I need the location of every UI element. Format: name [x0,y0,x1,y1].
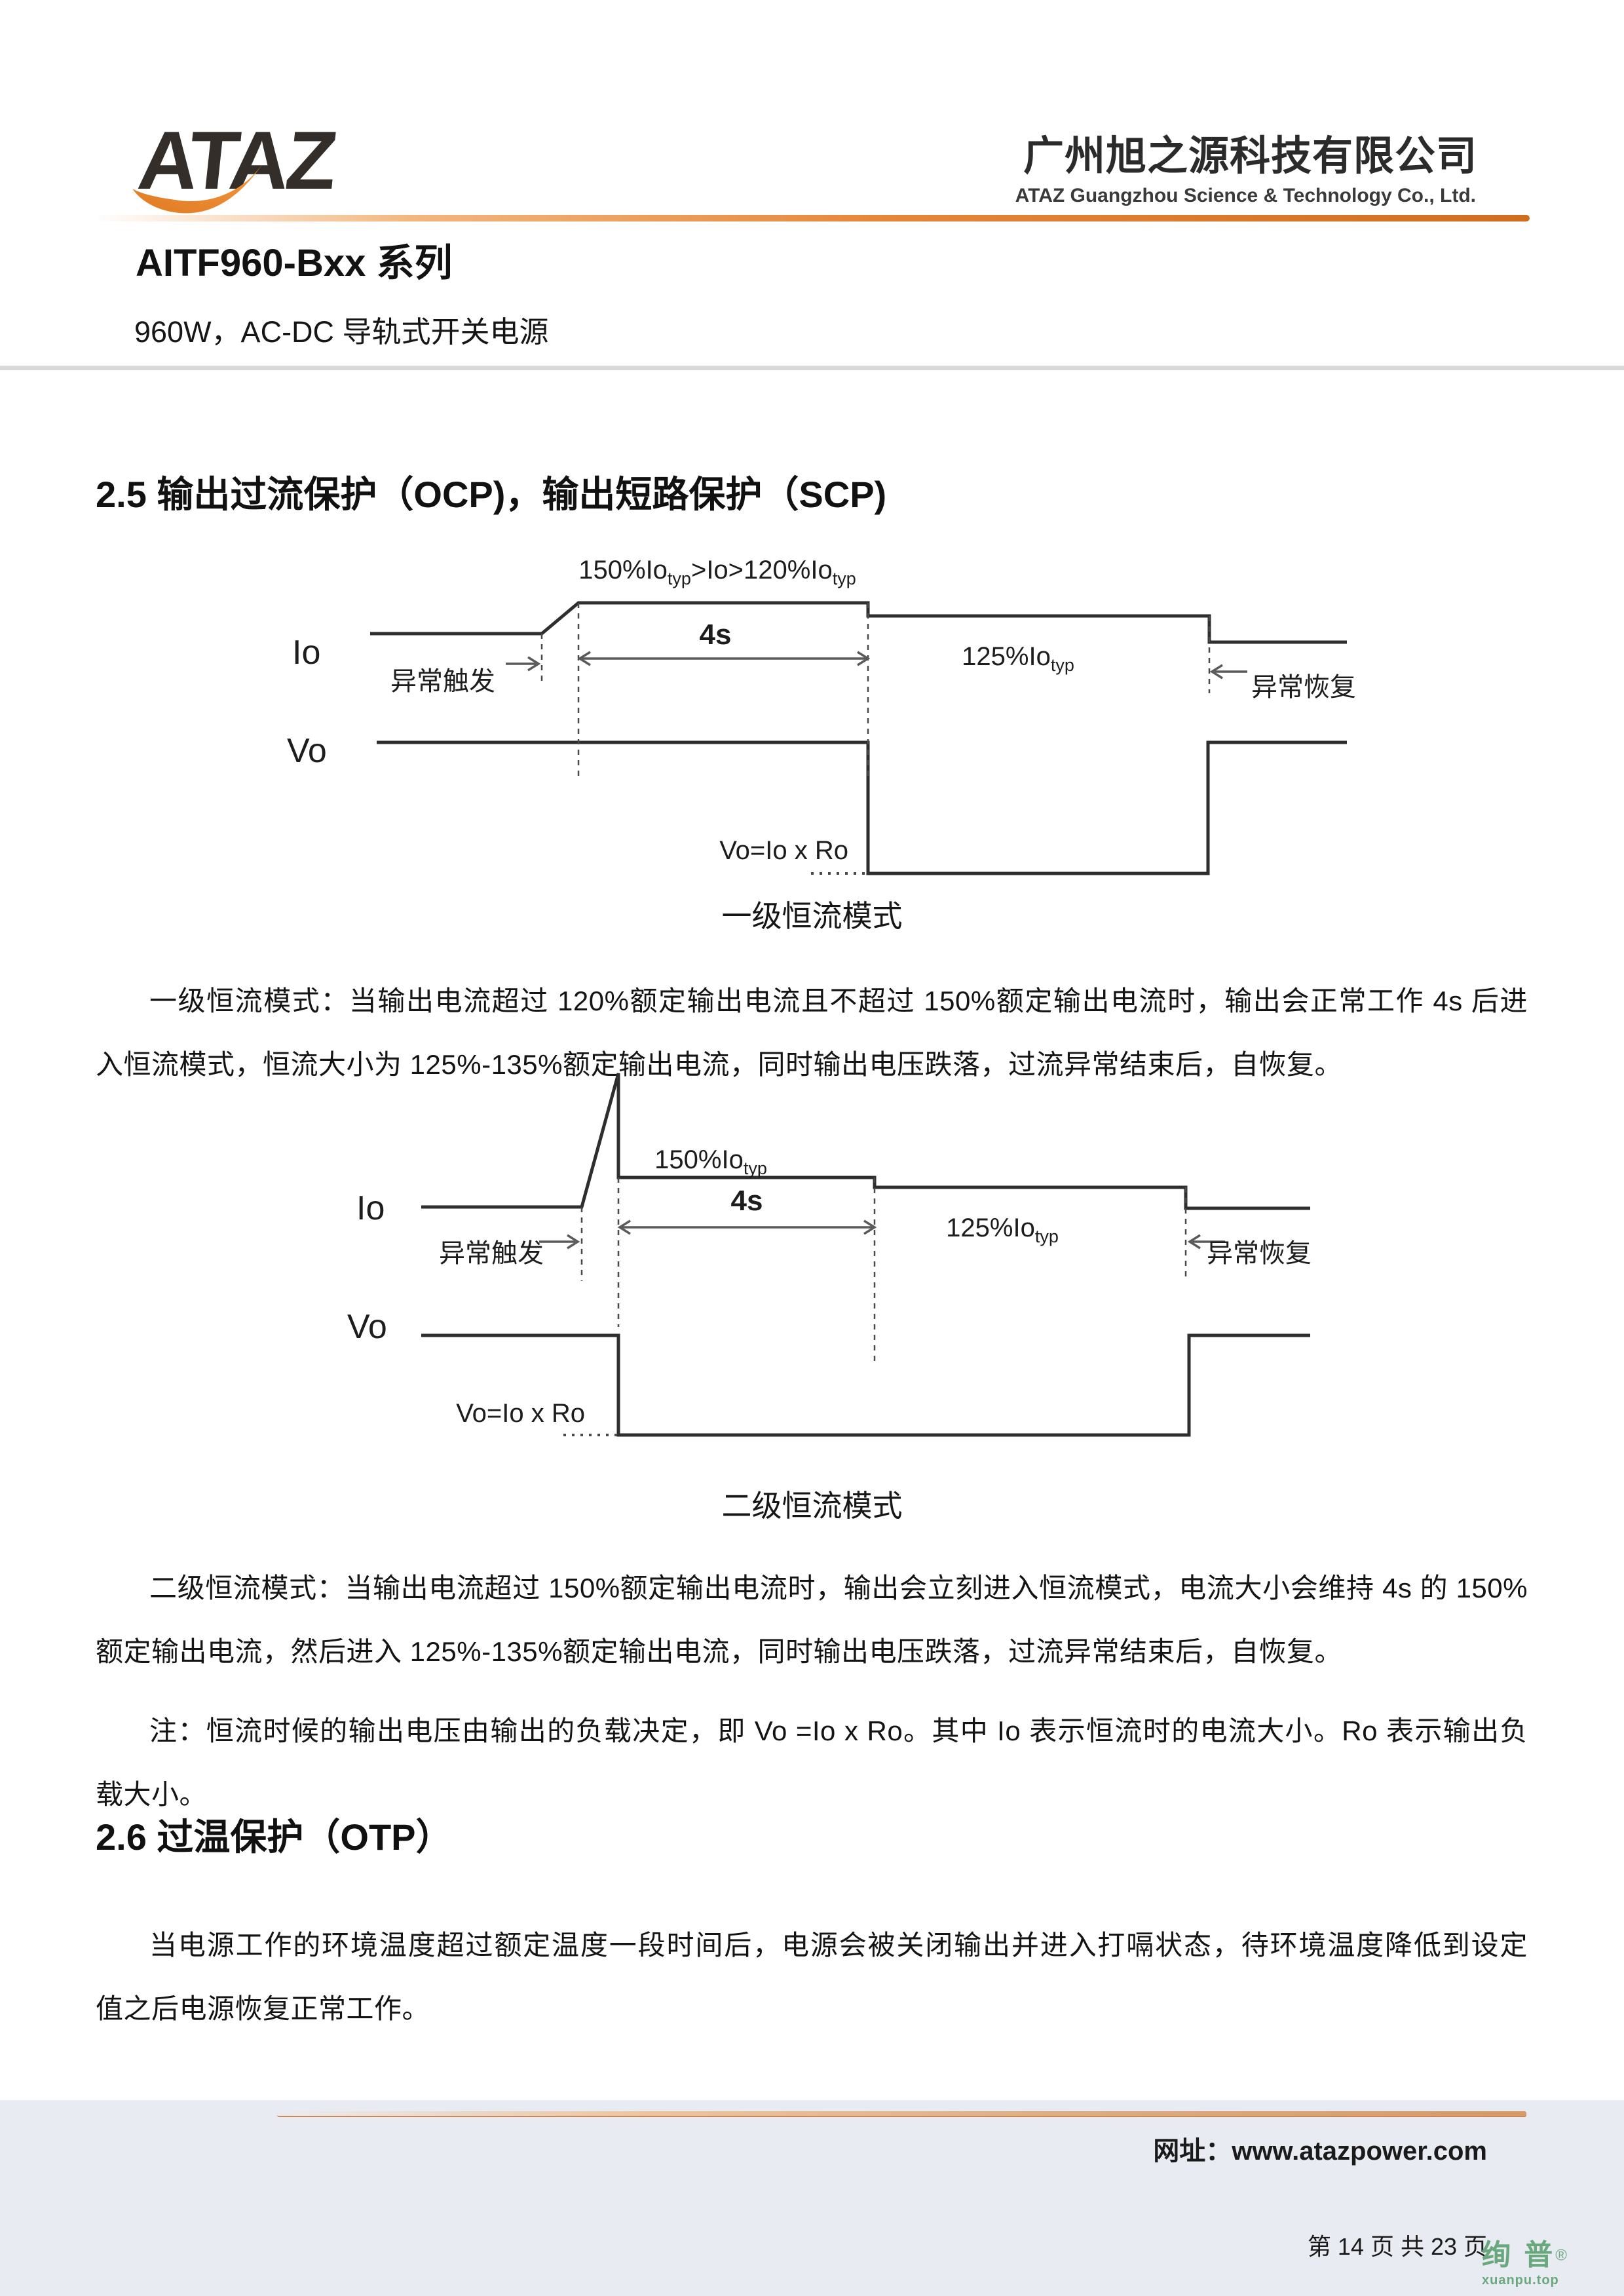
trigger-arrow [506,656,541,672]
cc-level-label: 125%Iotyp [946,1214,1059,1246]
duration-arrow [577,651,871,666]
paragraph-second-level: 二级恒流模式：当输出电流超过 150%额定输出电流时，输出会立刻进入恒流模式，电… [96,1556,1528,1683]
paragraph-line: 额定输出电流，然后进入 125%-135%额定输出电流，同时输出电压跌落，过流异… [96,1636,1342,1667]
ataz-logo: ATAZ [132,114,375,224]
peak-level-label: 150%Iotyp [654,1145,767,1178]
paragraph-line: 一级恒流模式：当输出电流超过 120%额定输出电流且不超过 150%额定输出电流… [149,985,1528,1016]
page-number: 第 14 页 共 23 页 [1307,2233,1487,2260]
vo-waveform [377,740,1347,875]
company-name-cn: 广州旭之源科技有限公司 [1023,134,1477,179]
io-axis-label: Io [292,634,321,672]
diagram-first-level-cc: 150%Iotyp>Io>120%Iotyp 4s Io 异常触发 125%Io… [275,550,1389,891]
section-heading-otp: 2.6 过温保护（OTP） [96,1816,453,1858]
overcurrent-condition-label: 150%Iotyp>Io>120%Iotyp [578,556,856,588]
section-heading-ocp: 2.5 输出过流保护（OCP)，输出短路保护（SCP) [96,474,887,515]
duration-label: 4s [730,1185,763,1217]
diagram1-caption: 一级恒流模式 [721,899,903,933]
trigger-label: 异常触发 [390,667,495,696]
recover-label: 异常恢复 [1251,673,1356,702]
product-subtitle: 960W，AC-DC 导轨式开关电源 [134,315,549,349]
paragraph-line: 注：恒流时候的输出电压由输出的负载决定，即 Vo =Io x Ro。其中 Io … [149,1715,1528,1746]
paragraph-otp: 当电源工作的环境温度超过额定温度一段时间后，电源会被关闭输出并进入打嗝状态，待环… [96,1913,1528,2040]
paragraph-note: 注：恒流时候的输出电压由输出的负载决定，即 Vo =Io x Ro。其中 Io … [96,1699,1528,1826]
diagram2-caption: 二级恒流模式 [721,1489,903,1523]
io-waveform [370,601,1347,644]
watermark-text: 绚 普 [1482,2239,1556,2271]
vo-axis-label: Vo [287,732,327,770]
vo-formula-label: Vo=Io x Ro [456,1399,585,1428]
paragraph-first-level: 一级恒流模式：当输出电流超过 120%额定输出电流且不超过 150%额定输出电流… [96,969,1528,1096]
duration-label: 4s [699,619,732,651]
io-axis-label: Io [356,1189,385,1227]
waveform-svg-1 [370,601,1347,875]
paragraph-line: 当电源工作的环境温度超过额定温度一段时间后，电源会被关闭输出并进入打嗝状态，待环… [149,1930,1528,1961]
duration-arrow [617,1219,877,1235]
footer-accent-rule [277,2111,1526,2117]
watermark-domain: xuanpu.top [1482,2273,1559,2287]
paragraph-line: 值之后电源恢复正常工作。 [96,1993,430,2024]
recover-arrow [1209,664,1247,679]
website-url: 网址：www.atazpower.com [1153,2137,1487,2166]
io-waveform [421,1073,1310,1210]
waveform-svg-2 [421,1073,1310,1437]
vo-axis-label: Vo [347,1308,387,1346]
cc-level-label: 125%Iotyp [962,642,1074,675]
diagram-second-level-cc: 150%Iotyp Io 4s 异常触发 125%Iotyp 异常恢复 Vo V… [341,1048,1363,1468]
recover-arrow [1187,1234,1225,1250]
trigger-label: 异常触发 [439,1239,544,1268]
paragraph-line: 入恒流模式，恒流大小为 125%-135%额定输出电流，同时输出电压跌落，过流异… [96,1049,1342,1080]
swoosh-shape [132,160,265,214]
company-name-en: ATAZ Guangzhou Science & Technology Co.,… [1015,185,1476,206]
vo-formula-label: Vo=Io x Ro [719,836,848,865]
logo-swoosh-icon [132,160,265,214]
trigger-arrow [539,1234,580,1250]
paragraph-line: 二级恒流模式：当输出电流超过 150%额定输出电流时，输出会立刻进入恒流模式，电… [149,1573,1528,1603]
header-accent-rule [98,215,1530,221]
product-title: AITF960-Bxx 系列 [136,242,453,284]
watermark: 绚 普® xuanpu.top [1482,2241,1567,2287]
registered-mark-icon: ® [1555,2246,1567,2265]
recover-label: 异常恢复 [1207,1239,1312,1268]
footer-band [0,2100,1624,2296]
header-divider [0,366,1624,370]
paragraph-line: 载大小。 [96,1779,208,1810]
vo-waveform [421,1333,1310,1437]
